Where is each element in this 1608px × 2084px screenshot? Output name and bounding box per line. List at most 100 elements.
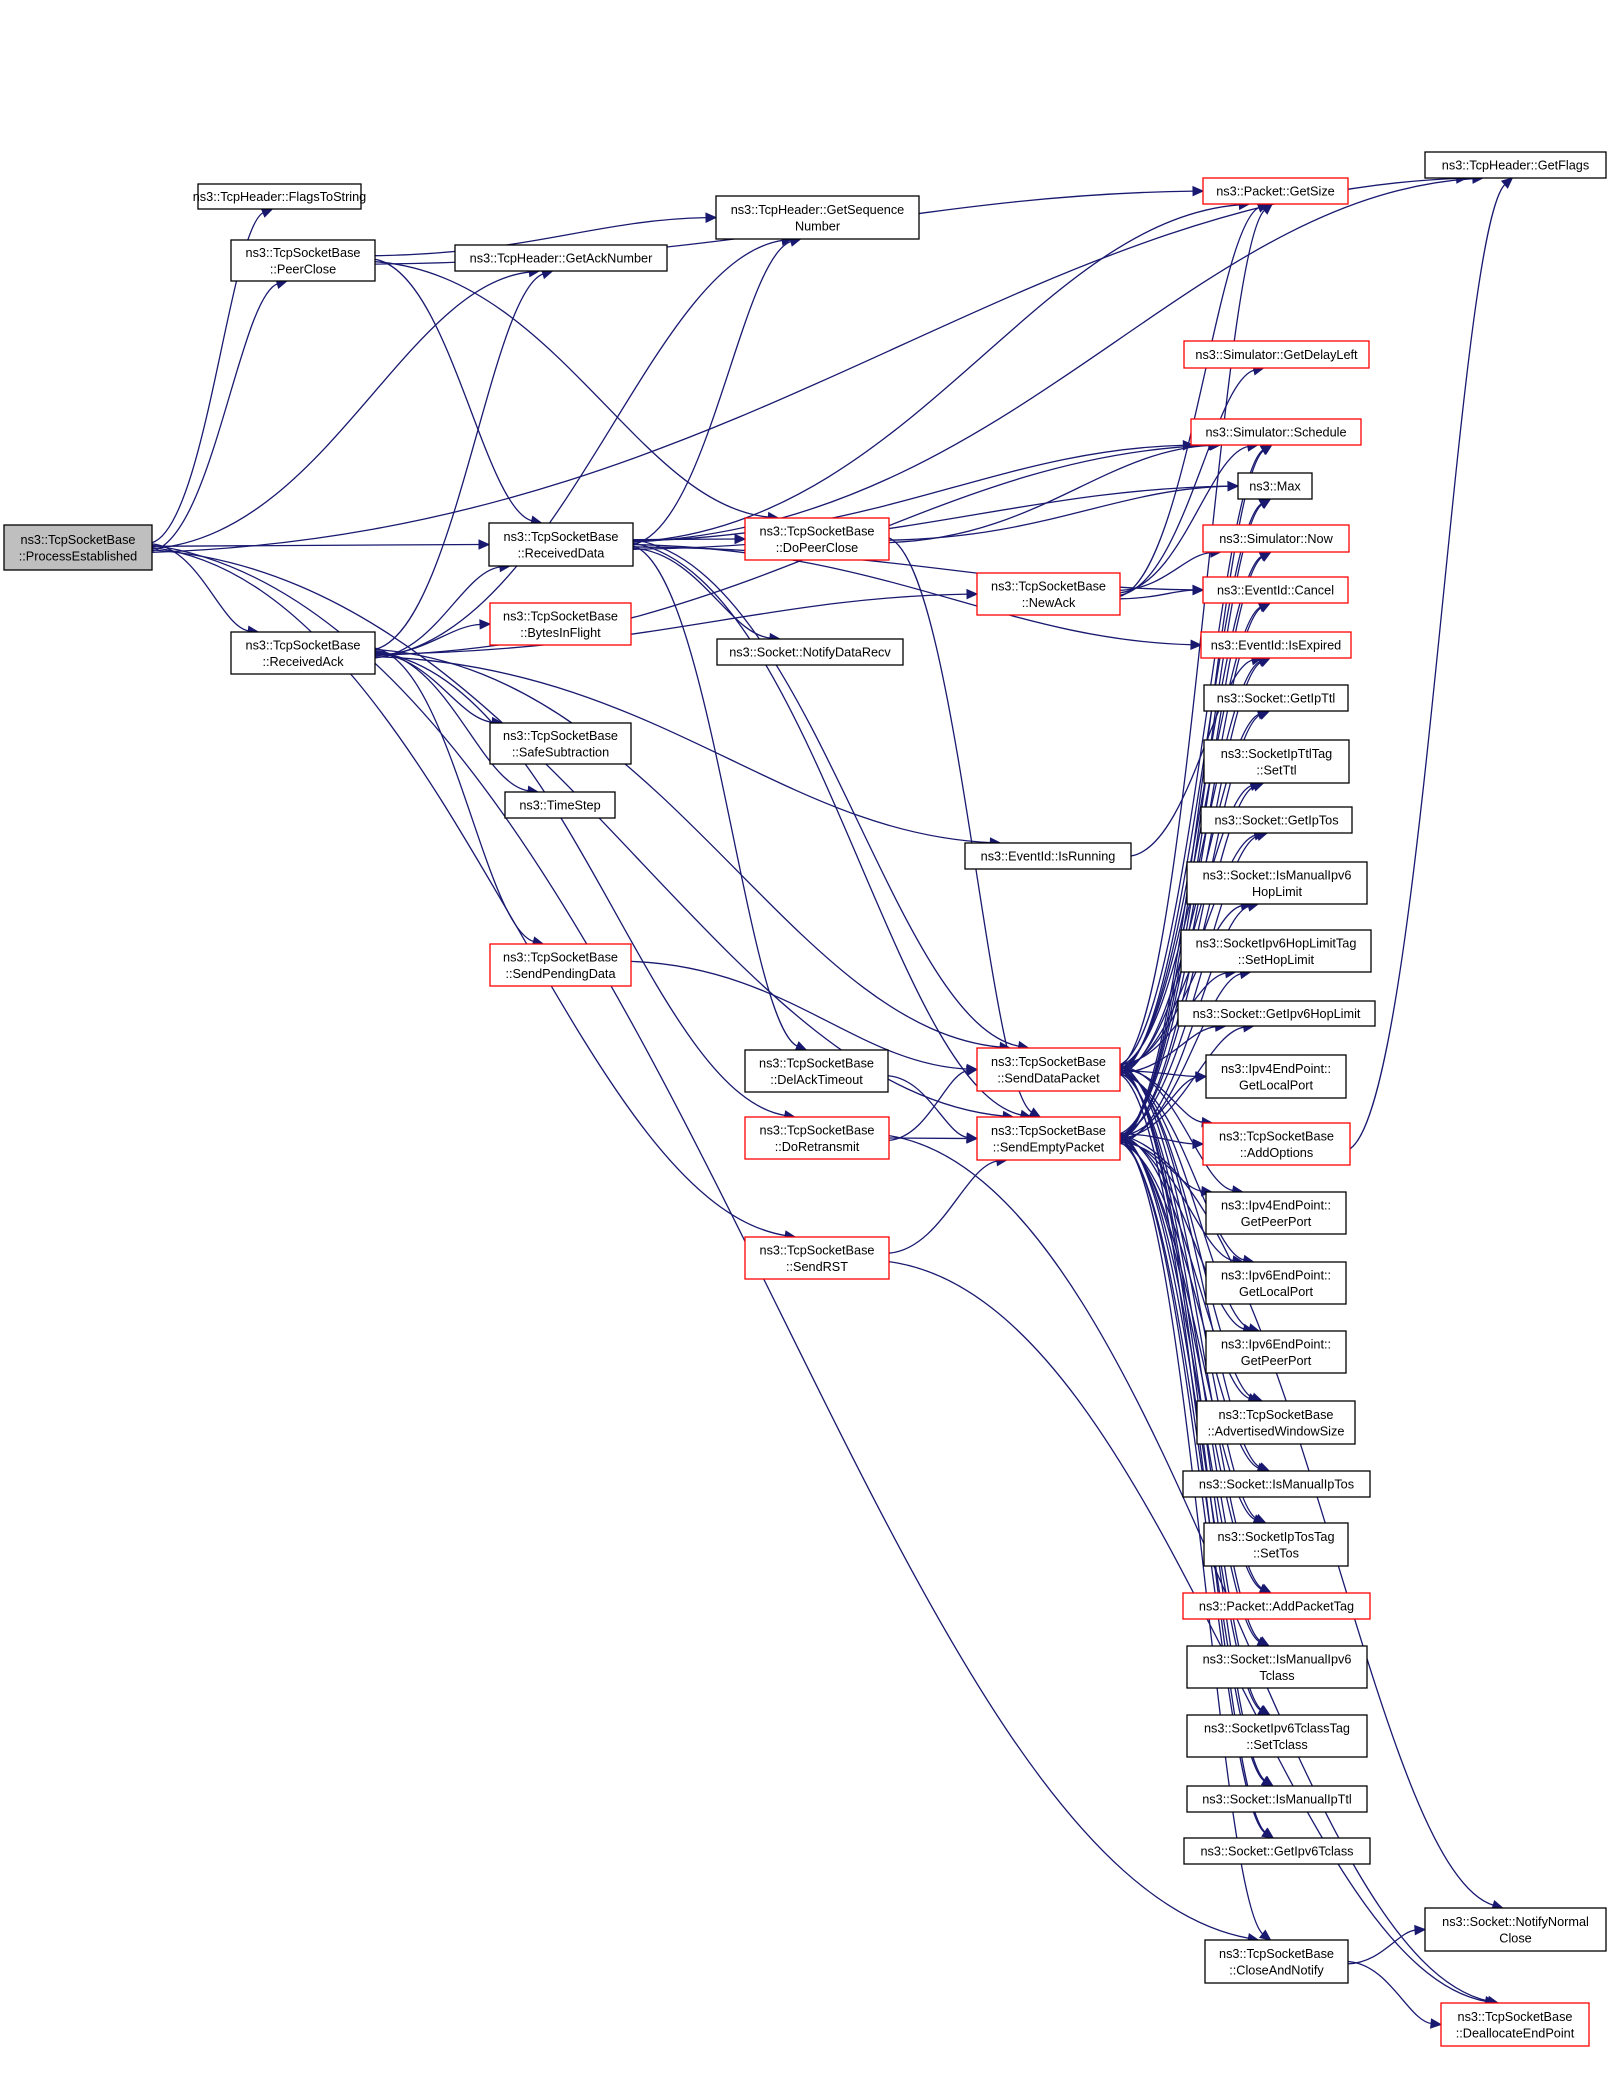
arrowhead-icon [1430, 2018, 1443, 2029]
node-smitos[interactable]: ns3::Socket::IsManualIpTos [1182, 1470, 1371, 1498]
edge-line [151, 543, 481, 547]
node-gan[interactable]: ns3::TcpHeader::GetAckNumber [454, 244, 668, 272]
node-can[interactable]: ns3::TcpSocketBase::CloseAndNotify [1204, 1939, 1349, 1984]
node-pe: ns3::TcpSocketBase::ProcessEstablished [3, 524, 153, 571]
node-smittl[interactable]: ns3::Socket::IsManualIpTtl [1186, 1785, 1368, 1813]
node-i6lp[interactable]: ns3::Ipv6EndPoint::GetLocalPort [1205, 1261, 1347, 1305]
edge-line [1347, 1929, 1417, 1965]
node-box [1186, 1645, 1368, 1689]
node-box [715, 195, 920, 240]
edge-ra-to-eir [374, 655, 1002, 848]
node-gf[interactable]: ns3::TcpHeader::GetFlags [1424, 151, 1607, 179]
edge-line [374, 593, 969, 655]
node-label-line: ns3::Socket::IsManualIpv6 [1203, 868, 1352, 882]
node-sgtc[interactable]: ns3::Socket::GetIpv6Tclass [1183, 1837, 1371, 1865]
node-bif[interactable]: ns3::TcpSocketBase::BytesInFlight [489, 602, 632, 646]
node-label-line: ns3::TcpSocketBase [991, 1124, 1106, 1138]
node-srst[interactable]: ns3::TcpSocketBase::SendRST [744, 1236, 890, 1280]
node-dpc[interactable]: ns3::TcpSocketBase::DoPeerClose [744, 517, 890, 561]
node-box [1203, 684, 1349, 712]
arrowhead-icon [1260, 444, 1273, 456]
node-papt[interactable]: ns3::Packet::AddPacketTag [1182, 1592, 1371, 1620]
node-i4pp[interactable]: ns3::Ipv4EndPoint::GetPeerPort [1205, 1191, 1347, 1235]
node-i6pp[interactable]: ns3::Ipv6EndPoint::GetPeerPort [1205, 1330, 1347, 1374]
edge-line [632, 545, 799, 1048]
node-dep[interactable]: ns3::TcpSocketBase::DeallocateEndPoint [1440, 2002, 1590, 2047]
edge-line [1119, 1073, 1267, 1834]
node-label-line: ns3::TcpSocketBase [503, 729, 618, 743]
node-ra[interactable]: ns3::TcpSocketBase::ReceivedAck [230, 631, 376, 675]
node-sep[interactable]: ns3::TcpSocketBase::SendEmptyPacket [976, 1116, 1121, 1161]
node-ecan[interactable]: ns3::EventId::Cancel [1202, 576, 1349, 604]
node-sits[interactable]: ns3::SocketIpTtlTag::SetTtl [1203, 739, 1350, 784]
edge-line [888, 1134, 1490, 2002]
node-sghl[interactable]: ns3::Socket::GetIpv6HopLimit [1177, 1000, 1376, 1027]
node-box [3, 524, 153, 571]
node-label-line: ns3::TcpSocketBase [1458, 2010, 1573, 2024]
node-box [1203, 739, 1350, 784]
node-sgit[interactable]: ns3::Socket::GetIpTtl [1203, 684, 1349, 712]
node-box [1183, 340, 1370, 369]
edge-line [1119, 834, 1259, 1136]
node-sgdl[interactable]: ns3::Simulator::GetDelayLeft [1183, 340, 1370, 369]
node-ssch[interactable]: ns3::Simulator::Schedule [1190, 418, 1362, 446]
node-max[interactable]: ns3::Max [1237, 472, 1313, 500]
node-label-line: ns3::TcpSocketBase [504, 530, 619, 544]
node-i4lp[interactable]: ns3::Ipv4EndPoint::GetLocalPort [1205, 1054, 1347, 1099]
node-box [1186, 861, 1368, 905]
edge-line [374, 273, 545, 651]
edge-line [632, 547, 771, 639]
node-box [489, 602, 632, 646]
node-na[interactable]: ns3::TcpSocketBase::NewAck [976, 572, 1121, 616]
node-box [454, 244, 668, 272]
node-ao[interactable]: ns3::TcpSocketBase::AddOptions [1202, 1122, 1351, 1166]
node-stct[interactable]: ns3::SocketIpv6TclassTag::SetTclass [1186, 1714, 1368, 1758]
node-label-line: ns3::Socket::IsManualIpTtl [1202, 1793, 1352, 1807]
node-sgitos[interactable]: ns3::Socket::GetIpTos [1200, 806, 1353, 834]
node-box [504, 791, 616, 819]
node-label-line: ns3::TcpHeader::GetAckNumber [470, 252, 653, 266]
arrowhead-icon [1258, 602, 1272, 613]
edge-sep-to-can [1119, 1136, 1272, 1941]
edge-line [1119, 1142, 1260, 1469]
node-eie[interactable]: ns3::EventId::IsExpired [1200, 631, 1352, 659]
node-spd[interactable]: ns3::TcpSocketBase::SendPendingData [489, 943, 632, 987]
node-box [1186, 1785, 1368, 1813]
node-box [976, 572, 1121, 616]
node-dat[interactable]: ns3::TcpSocketBase::DelAckTimeout [744, 1049, 889, 1093]
node-fts[interactable]: ns3::TcpHeader::FlagsToString [193, 183, 366, 210]
node-ss[interactable]: ns3::TcpSocketBase::SafeSubtraction [489, 722, 632, 765]
node-sdp[interactable]: ns3::TcpSocketBase::SendDataPacket [976, 1047, 1121, 1092]
arrowhead-icon [1028, 1107, 1042, 1118]
node-pc[interactable]: ns3::TcpSocketBase::PeerClose [230, 239, 376, 282]
node-label-line: ns3::TcpSocketBase [991, 579, 1106, 593]
edge-dr-to-sdp [888, 1065, 979, 1142]
node-rd[interactable]: ns3::TcpSocketBase::ReceivedData [488, 522, 634, 567]
node-label-line: ::SendEmptyPacket [993, 1140, 1105, 1154]
arrowhead-icon [1195, 1072, 1208, 1083]
node-box [1196, 1400, 1356, 1445]
node-snow[interactable]: ns3::Simulator::Now [1202, 524, 1350, 553]
node-sitst[interactable]: ns3::SocketIpTosTag::SetTos [1203, 1522, 1349, 1567]
node-pgs[interactable]: ns3::Packet::GetSize [1202, 177, 1349, 205]
edge-line [1119, 551, 1212, 592]
node-aws[interactable]: ns3::TcpSocketBase::AdvertisedWindowSize [1196, 1400, 1356, 1445]
edge-sep-to-ao [1119, 1133, 1205, 1150]
edge-ra-to-na [374, 588, 979, 655]
edge-line [632, 204, 1241, 543]
edge-line [1347, 1960, 1433, 2025]
node-eir[interactable]: ns3::EventId::IsRunning [964, 842, 1132, 870]
node-dr[interactable]: ns3::TcpSocketBase::DoRetransmit [744, 1116, 890, 1160]
edge-dpc-to-sep [888, 537, 1042, 1118]
node-label-line: Tclass [1259, 1669, 1294, 1683]
node-ndr[interactable]: ns3::Socket::NotifyDataRecv [716, 638, 904, 666]
node-label-line: ::ProcessEstablished [19, 549, 137, 563]
arrowhead-icon [1258, 1929, 1272, 1941]
node-label-line: ns3::EventId::IsExpired [1211, 639, 1341, 653]
node-shlt[interactable]: ns3::SocketIpv6HopLimitTag::SetHopLimit [1180, 929, 1372, 973]
node-ts[interactable]: ns3::TimeStep [504, 791, 616, 819]
